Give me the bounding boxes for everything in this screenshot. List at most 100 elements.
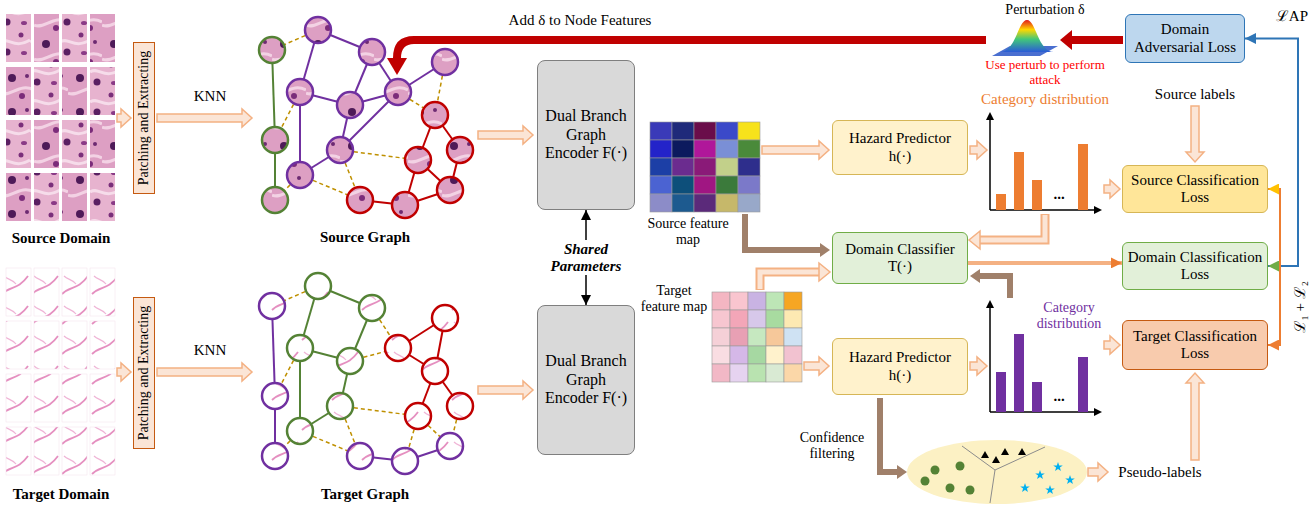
process-box: Source Classification Loss bbox=[1122, 165, 1268, 214]
target-tiles bbox=[6, 321, 31, 369]
source-tiles bbox=[90, 173, 115, 221]
target-graph bbox=[437, 433, 463, 459]
target-graph bbox=[305, 273, 331, 299]
pseudo-label-cluster bbox=[1001, 448, 1009, 455]
source-graph bbox=[337, 92, 363, 118]
process-box: Target Classification Loss bbox=[1122, 320, 1268, 370]
bent-hollow-arrow bbox=[760, 272, 819, 289]
target-feature-map bbox=[712, 364, 730, 382]
source-tiles bbox=[62, 173, 87, 221]
target-feature-map bbox=[766, 364, 784, 382]
hollow-arrow bbox=[1186, 106, 1204, 162]
annotation-label: Pseudo-labels bbox=[1110, 464, 1210, 481]
source-feature-map bbox=[716, 158, 738, 176]
box-label: Hazard Predictor h(·) bbox=[837, 349, 963, 384]
bent-hollow-arrow bbox=[980, 214, 1045, 240]
gaussian-perturbation bbox=[992, 20, 1058, 56]
target-feature-map bbox=[748, 346, 766, 364]
source-feature-map bbox=[672, 158, 694, 176]
hollow-arrow bbox=[970, 141, 987, 159]
target-tiles bbox=[6, 374, 31, 422]
hollow-arrow bbox=[1186, 373, 1204, 460]
source-graph bbox=[437, 177, 463, 203]
pseudo-label-cluster bbox=[946, 484, 955, 493]
pseudo-label-cluster bbox=[931, 466, 940, 475]
source-graph bbox=[259, 17, 473, 218]
source-graph bbox=[432, 49, 458, 75]
hollow-arrow bbox=[157, 109, 252, 127]
source-feature-map bbox=[738, 176, 760, 194]
source-tiles bbox=[90, 14, 115, 62]
source-feature-map bbox=[694, 176, 716, 194]
annotation-label: Source labels bbox=[1140, 86, 1250, 103]
hollow-arrow bbox=[478, 126, 533, 144]
hollow-arrow bbox=[117, 363, 131, 381]
annotation-label: Use perturb to perform attack bbox=[985, 58, 1105, 87]
target-graph bbox=[287, 418, 313, 444]
source-graph bbox=[305, 17, 331, 43]
target-graph bbox=[359, 295, 385, 321]
source-tiles bbox=[34, 173, 59, 221]
target-tiles bbox=[90, 268, 115, 316]
source-feature-map bbox=[672, 176, 694, 194]
red-arrow bbox=[387, 58, 407, 75]
source-graph bbox=[447, 137, 473, 163]
target-feature-map bbox=[730, 292, 748, 310]
gaussian-perturbation bbox=[1000, 20, 1054, 52]
source-feature-map bbox=[672, 122, 694, 140]
pseudo-label-cluster bbox=[981, 451, 989, 458]
source-feature-map bbox=[716, 176, 738, 194]
source-graph bbox=[347, 187, 373, 213]
source-feature-map bbox=[738, 194, 760, 212]
target-graph bbox=[432, 305, 458, 331]
annotation-label: Source feature map bbox=[646, 216, 730, 247]
source-feature-map bbox=[694, 158, 716, 176]
brown-arrow bbox=[880, 398, 897, 472]
annotation-label: Category distribution bbox=[1028, 300, 1110, 331]
target-tiles bbox=[6, 268, 31, 316]
process-box: Hazard Predictor h(·) bbox=[832, 120, 968, 175]
brown-arrow bbox=[745, 214, 1010, 479]
target-feature-map bbox=[766, 328, 784, 346]
source-graph bbox=[262, 127, 288, 153]
source-tiles bbox=[62, 14, 87, 62]
edge-label: ℒ₁ + ℒ₂ bbox=[1291, 279, 1310, 335]
target-tiles bbox=[90, 321, 115, 369]
bar-chart bbox=[1014, 334, 1024, 412]
source-tiles bbox=[6, 120, 31, 168]
brown-arrow bbox=[897, 465, 907, 479]
bent-hollow-arrow bbox=[980, 215, 1045, 240]
target-feature-map bbox=[766, 346, 784, 364]
bar-chart bbox=[1014, 152, 1024, 210]
source-graph bbox=[272, 50, 275, 200]
process-box: Patching and Extracting bbox=[133, 42, 155, 194]
source-feature-map bbox=[672, 194, 694, 212]
target-graph bbox=[272, 306, 450, 461]
source-graph bbox=[359, 39, 385, 65]
bar-chart bbox=[1078, 357, 1088, 412]
process-box: Dual Branch Graph Encoder F(·) bbox=[537, 60, 635, 210]
target-feature-map bbox=[712, 292, 802, 382]
target-feature-map bbox=[766, 310, 784, 328]
target-tiles bbox=[34, 427, 59, 475]
source-feature-map bbox=[650, 140, 672, 158]
box-label: Domain Classifier T(·) bbox=[837, 241, 963, 276]
target-tiles bbox=[34, 374, 59, 422]
target-feature-map bbox=[784, 346, 802, 364]
source-feature-map bbox=[738, 122, 760, 140]
hollow-arrow bbox=[117, 109, 131, 127]
process-box: Dual Branch Graph Encoder F(·) bbox=[537, 305, 635, 455]
hollow-arrow bbox=[1088, 463, 1108, 481]
hollow-arrow bbox=[970, 357, 987, 375]
target-graph bbox=[337, 348, 363, 374]
target-feature-map bbox=[730, 364, 748, 382]
hollow-arrow bbox=[804, 357, 829, 375]
red-arrow bbox=[397, 40, 986, 58]
pseudo-label-cluster bbox=[966, 486, 975, 495]
source-tiles bbox=[62, 120, 87, 168]
target-feature-map bbox=[712, 310, 730, 328]
target-feature-map bbox=[712, 328, 730, 346]
source-graph bbox=[287, 162, 313, 188]
annotation-label: Category distribution bbox=[968, 91, 1122, 108]
